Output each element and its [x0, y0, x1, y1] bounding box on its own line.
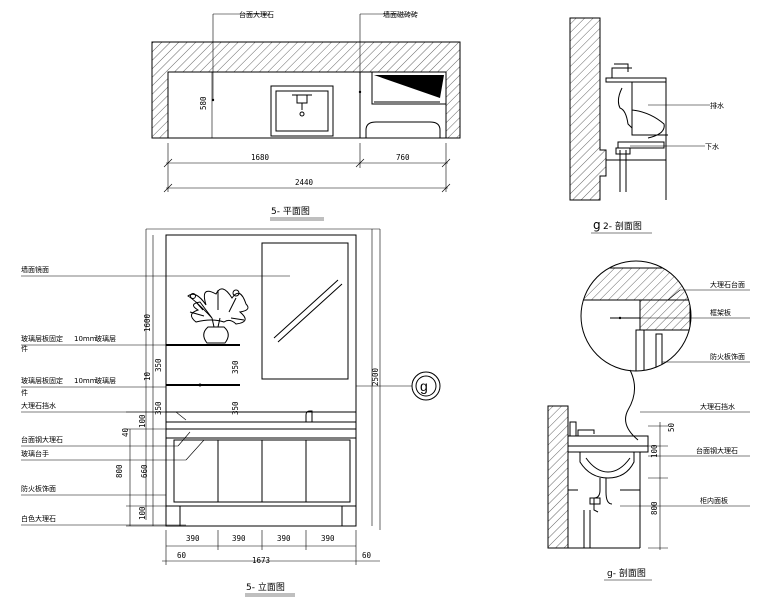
- elev-label-cabinet-face: 防火板饰面: [21, 484, 56, 493]
- main-label-marble-top: 大理石台面: [710, 280, 745, 289]
- elevation-backsplash: [165, 411, 357, 430]
- elev-dim-350a: 350: [154, 358, 163, 372]
- elev-dim-1600: 1600: [143, 313, 152, 332]
- main-dim-100: 100: [650, 444, 659, 458]
- elev-dim-40: 40: [121, 427, 130, 437]
- elevation-faucet-icon: [305, 410, 313, 422]
- elev-dim-390d: 390: [321, 534, 335, 543]
- plan-label-wall-tile: 墙面磁砖砖: [383, 10, 418, 19]
- section-main: 50 100 800 大理石台面 框架板 防火板饰面 大理石挡水 台面钢大理石 …: [547, 260, 750, 581]
- elev-dim-100b: 100: [138, 506, 147, 520]
- elev-dim-390b: 390: [232, 534, 246, 543]
- elev-label-mixer: 玻璃台手: [21, 449, 49, 458]
- elev-dim-10: 10: [143, 371, 152, 381]
- plan-dim-total: 2440: [295, 178, 314, 187]
- small-title-num: g: [593, 218, 601, 232]
- main-label-fireboard: 防火板饰面: [710, 352, 745, 361]
- section-marker-letter: g: [420, 378, 428, 394]
- main-section-wall: [547, 405, 569, 549]
- elev-dim-800: 800: [115, 464, 124, 478]
- main-dim-800: 800: [650, 501, 659, 515]
- elevation-cabinet: [165, 437, 357, 507]
- elev-label-glass-shelf-1: 玻璃层板固定: [21, 334, 63, 343]
- small-title: 2- 剖面图: [603, 220, 642, 232]
- main-section-basin: [579, 452, 635, 479]
- plan-toilet-seat: [365, 121, 441, 138]
- elev-dim-390a: 390: [186, 534, 200, 543]
- plan-wall: [151, 41, 461, 139]
- plan-dim-right: 760: [396, 153, 410, 162]
- plan-label-counter-marble: 台面大理石: [239, 10, 274, 19]
- elevation-mirror: [261, 242, 349, 380]
- elev-label-counter-marble: 台面钢大理石: [21, 435, 63, 444]
- main-dim-50: 50: [667, 422, 676, 432]
- elev-label-glass-shelf-2b: 件: [21, 388, 28, 397]
- plan-dim-depth: 580: [199, 96, 208, 110]
- small-section-basin: [631, 82, 668, 139]
- main-label-counter-marble: 台面钢大理石: [696, 446, 738, 455]
- main-label-frame: 框架板: [710, 308, 731, 317]
- small-label-drain: 下水: [705, 142, 719, 151]
- main-section-counter: [567, 435, 649, 447]
- section-small: 排水 下水 g 2- 剖面图: [569, 17, 724, 234]
- elev-label-marble-skirt: 大理石挡水: [21, 401, 56, 410]
- plan-basin-outer: [270, 85, 334, 137]
- elevation-view: 1600 350 10 350 350 350 100 40 660 800 1…: [21, 228, 441, 597]
- plan-basin-inner: [275, 90, 329, 132]
- elev-label-glass-shelf-2: 玻璃层板固定: [21, 376, 63, 385]
- elev-dim-60a: 60: [177, 551, 187, 560]
- elev-dim-350b: 350: [231, 360, 240, 374]
- main-section-title: g- 剖面图: [607, 567, 646, 579]
- elev-label-glass-2-mat: 玻璃层: [95, 376, 116, 385]
- elevation-title: 5- 立面图: [246, 581, 285, 593]
- main-section-trap: [593, 478, 613, 513]
- plan-dim-left: 1680: [251, 153, 270, 162]
- main-section-faucet-icon: [577, 429, 595, 436]
- elev-label-glass-1-mat: 玻璃层: [95, 334, 116, 343]
- elevation-wall-panel: [165, 234, 357, 430]
- plan-counter: [167, 71, 447, 139]
- elev-dim-1673: 1673: [252, 556, 270, 565]
- plan-title: 5- 平面图: [271, 206, 310, 217]
- elev-label-glass-1-thk: 10mm: [74, 335, 97, 343]
- small-label-pipe: 排水: [710, 101, 724, 110]
- elev-dim-660: 660: [140, 464, 149, 478]
- section-marker-bubble: [411, 371, 441, 401]
- main-label-cabinet-material: 柜内面板: [700, 496, 728, 505]
- elevation-plinth: [165, 505, 357, 527]
- elev-label-glass-shelf-1b: 件: [21, 344, 28, 353]
- elev-dim-350c: 350: [154, 401, 163, 415]
- elev-label-glass-2-thk: 10mm: [74, 377, 97, 385]
- elev-dim-2500: 2500: [371, 367, 380, 386]
- elev-dim-390c: 390: [277, 534, 291, 543]
- plan-view: 台面大理石 墙面磁砖砖 580 1680 760 2440 5- 平面图: [151, 10, 461, 221]
- elev-label-wall-mirror: 墙面镜面: [21, 265, 49, 274]
- main-label-marble-skirt: 大理石挡水: [700, 402, 735, 411]
- elev-dim-350d: 350: [231, 401, 240, 415]
- plan-tub-black-fill: [374, 75, 444, 98]
- small-section-wall: [569, 17, 607, 201]
- elev-dim-60b: 60: [362, 551, 372, 560]
- plan-faucet-icon: [292, 94, 312, 110]
- plant-vase-icon: [187, 288, 249, 344]
- elev-label-base-marble: 白色大理石: [21, 514, 56, 523]
- elev-dim-100a: 100: [138, 414, 147, 428]
- small-section-faucet-icon: [611, 63, 632, 78]
- elevation-counter: [165, 428, 357, 439]
